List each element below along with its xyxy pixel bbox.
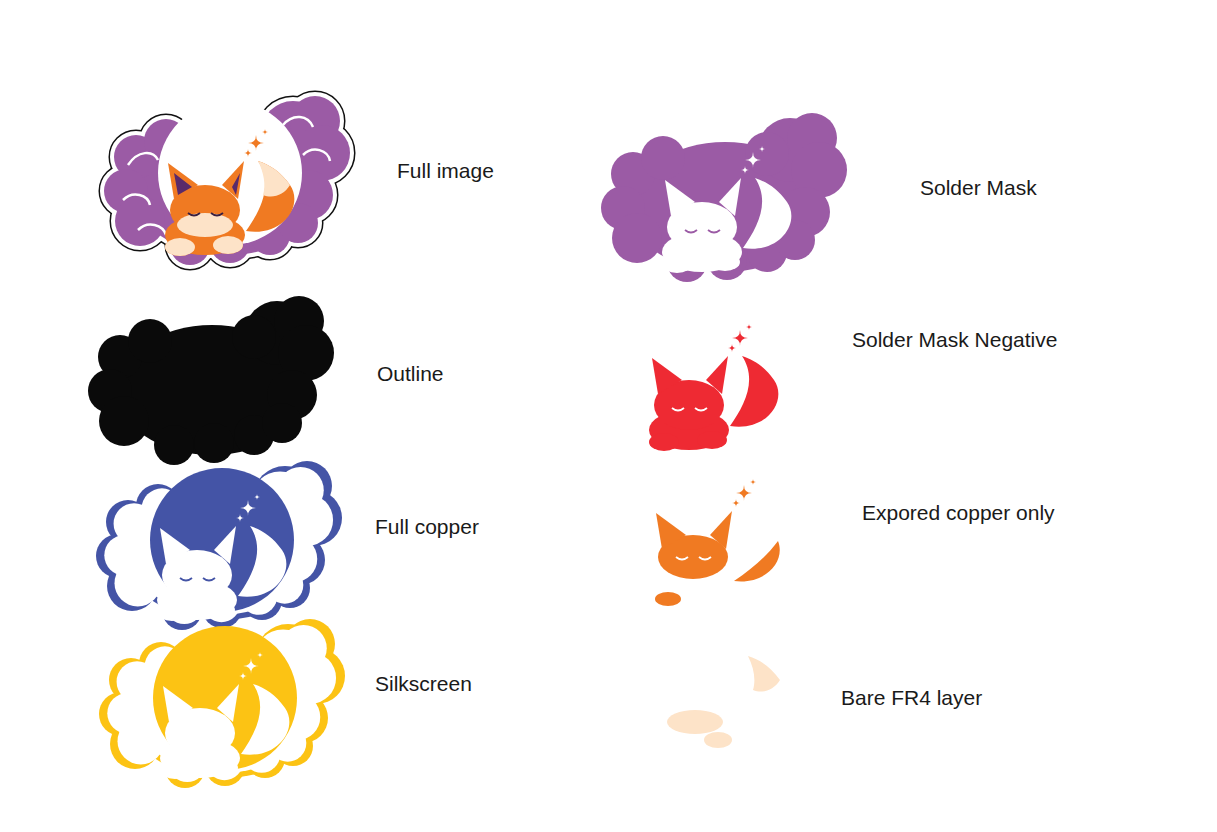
layer-label: Solder Mask Negative <box>852 328 1057 352</box>
eyes <box>685 230 720 233</box>
sparkles <box>244 129 268 157</box>
sparkles <box>239 652 263 680</box>
board-shape <box>88 296 334 465</box>
sparkles <box>728 324 752 352</box>
fox-negative <box>649 356 778 451</box>
solder-mask-art <box>601 113 847 282</box>
eyes <box>180 578 215 581</box>
eyes <box>188 213 223 216</box>
tail-tip <box>258 161 290 197</box>
eyes <box>676 557 711 560</box>
exposed-copper-art <box>655 479 780 606</box>
exposed-parts <box>655 511 780 606</box>
full-image-art <box>104 96 350 265</box>
fox <box>165 161 294 256</box>
layer-label: Outline <box>377 362 444 386</box>
silkscreen-art <box>99 619 345 788</box>
silk-area <box>99 619 345 788</box>
fox-opening <box>662 178 791 273</box>
sparkles <box>741 146 765 174</box>
ears-inner <box>174 173 240 195</box>
purple-clouds <box>104 96 350 265</box>
fox-gap <box>157 526 286 621</box>
mask-area <box>601 113 847 282</box>
sparkles <box>236 494 260 522</box>
sparkles <box>732 479 756 507</box>
eyes <box>672 408 707 411</box>
layer-label: Full image <box>397 159 494 183</box>
paw <box>213 236 243 254</box>
layer-label: Bare FR4 layer <box>841 686 982 710</box>
face <box>177 213 233 237</box>
full-copper-art <box>96 461 342 630</box>
layer-label: Expored copper only <box>862 501 1055 525</box>
copper-area <box>96 461 342 630</box>
board-outline <box>104 96 350 265</box>
mask-negative-art <box>649 324 778 451</box>
fr4-art <box>667 656 780 748</box>
outline-art <box>88 296 334 465</box>
fr4-parts <box>667 656 780 748</box>
fox-gap <box>160 684 289 779</box>
board-edge <box>104 96 350 265</box>
layer-label: Silkscreen <box>375 672 472 696</box>
paw <box>165 238 195 256</box>
silk-gap <box>107 625 336 782</box>
copper-gap <box>104 467 333 624</box>
layer-label: Full copper <box>375 515 479 539</box>
layer-label: Solder Mask <box>920 176 1037 200</box>
